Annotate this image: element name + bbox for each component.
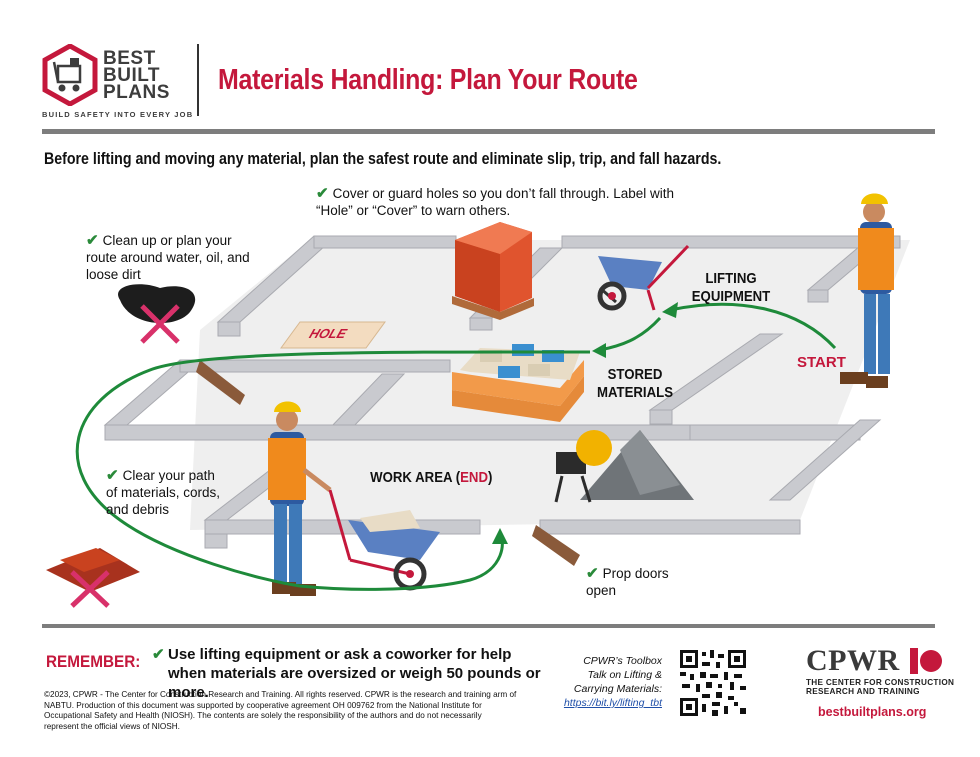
label-lifting-equipment: LIFTING EQUIPMENT bbox=[683, 270, 780, 306]
label-work-area: WORK AREA (END) bbox=[370, 469, 493, 487]
site-link[interactable]: bestbuiltplans.org bbox=[818, 705, 927, 719]
tip-prop-doors-text: Prop doors open bbox=[586, 566, 669, 598]
cpwr-sub1: THE CENTER FOR CONSTRUCTION bbox=[806, 678, 955, 687]
logo-line3: PLANS bbox=[103, 82, 170, 103]
tip-clean-up: ✔Clean up or plan your route around wate… bbox=[86, 232, 254, 283]
cpwr-dot-icon bbox=[920, 650, 942, 672]
label-stored-line1: STORED bbox=[607, 366, 663, 383]
check-icon: ✔ bbox=[86, 232, 99, 249]
header-divider bbox=[197, 44, 199, 116]
intro-text: Before lifting and moving any material, … bbox=[44, 150, 722, 168]
check-icon: ✔ bbox=[316, 185, 329, 202]
qr-code[interactable] bbox=[678, 648, 748, 718]
label-stored-materials: STORED MATERIALS bbox=[587, 366, 684, 402]
header-rule bbox=[42, 129, 935, 134]
logo-line1: BEST bbox=[103, 48, 156, 69]
label-work-area-text: WORK AREA ( bbox=[370, 469, 461, 486]
label-end: END bbox=[460, 469, 488, 486]
toolbox-line2: Talk on Lifting & bbox=[587, 669, 662, 681]
legal-text: ©2023, CPWR - The Center for Constructio… bbox=[44, 690, 517, 731]
label-stored-line2: MATERIALS bbox=[596, 384, 674, 401]
label-start: START bbox=[797, 354, 846, 371]
toolbox-line1: CPWR’s Toolbox bbox=[583, 655, 662, 667]
hole-sign-label: HOLE bbox=[307, 326, 349, 341]
logo-line2: BUILT bbox=[103, 65, 161, 86]
tip-clean-up-text: Clean up or plan your route around water… bbox=[86, 233, 250, 282]
page-title: Materials Handling: Plan Your Route bbox=[218, 64, 638, 96]
tip-clear-path: ✔Clear your path of materials, cords, an… bbox=[106, 467, 224, 518]
tip-cover-holes-text: Cover or guard holes so you don’t fall t… bbox=[316, 186, 675, 218]
toolbox-link[interactable]: https://bit.ly/lifting_tbt bbox=[563, 697, 662, 709]
toolbox-line3: Carrying Materials: bbox=[573, 683, 662, 695]
cpwr-wordmark: CPWR bbox=[806, 644, 900, 677]
tip-cover-holes: ✔Cover or guard holes so you don’t fall … bbox=[316, 185, 676, 219]
toolbox-info: CPWR’s Toolbox Talk on Lifting & Carryin… bbox=[540, 654, 662, 710]
cpwr-logo: CPWR THE CENTER FOR CONSTRUCTION RESEARC… bbox=[806, 644, 954, 696]
tip-clear-path-text: Clear your path of materials, cords, and… bbox=[106, 468, 221, 517]
tip-prop-doors: ✔Prop doors open bbox=[586, 565, 696, 599]
check-icon: ✔ bbox=[106, 467, 119, 484]
check-icon: ✔ bbox=[152, 646, 165, 663]
footer-rule bbox=[42, 624, 935, 628]
label-close-paren: ) bbox=[487, 469, 493, 486]
remember-text: Use lifting equipment or ask a coworker … bbox=[168, 646, 541, 701]
remember-label: REMEMBER: bbox=[46, 652, 141, 671]
route-illustration bbox=[46, 193, 910, 608]
qr-code-icon bbox=[678, 648, 748, 718]
label-lifting-line1: LIFTING bbox=[705, 270, 757, 287]
logo: BEST BUILT PLANS BUILD SAFETY INTO EVERY… bbox=[42, 42, 192, 122]
cpwr-sub2: RESEARCH AND TRAINING bbox=[806, 687, 920, 696]
logo-tagline: BUILD SAFETY INTO EVERY JOB bbox=[42, 110, 194, 119]
label-lifting-line2: EQUIPMENT bbox=[691, 288, 771, 305]
hexagon-cart-icon bbox=[42, 44, 98, 106]
check-icon: ✔ bbox=[586, 565, 599, 582]
cpwr-bar-icon bbox=[910, 648, 918, 674]
